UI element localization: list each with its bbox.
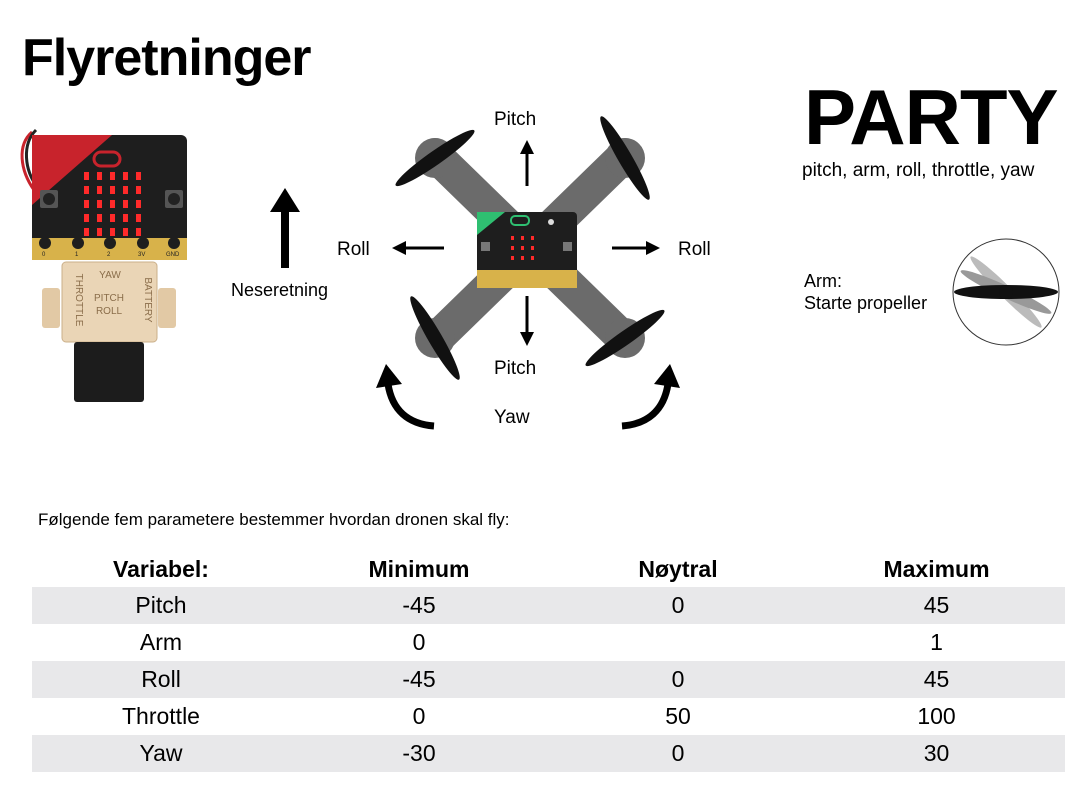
table-cell: 0	[548, 587, 808, 624]
party-subtitle: pitch, arm, roll, throttle, yaw	[802, 160, 1035, 181]
party-title: PARTY	[804, 73, 1059, 161]
table-cell: -30	[290, 735, 548, 772]
pitch-bottom-label: Pitch	[494, 358, 537, 379]
arm-description: Arm: Starte propeller	[804, 270, 927, 314]
controller-label-battery: BATTERY	[142, 277, 153, 323]
roll-left-label: Roll	[337, 239, 370, 260]
table-header-maximum: Maximum	[883, 556, 990, 582]
table-intro: Følgende fem parametere bestemmer hvorda…	[38, 510, 510, 529]
table-cell: 45	[808, 587, 1065, 624]
parameter-table: Variabel: Minimum Nøytral Maximum Pitch …	[32, 552, 1065, 772]
nose-direction-arrow	[270, 188, 300, 268]
table-cell: 0	[412, 703, 426, 729]
controller-label-pitch: PITCH	[94, 293, 124, 304]
page-title: Flyretninger	[22, 29, 311, 87]
table-header-variable: Variabel:	[113, 556, 209, 582]
pin-label: GND	[166, 252, 180, 258]
table-cell: 0	[548, 661, 808, 698]
nose-direction-label: Neseretning	[231, 280, 329, 300]
controller-label-roll: ROLL	[96, 306, 123, 317]
yaw-label: Yaw	[494, 407, 530, 428]
microbit-controller-image: 0 1 2 3V GND YAW PITCH ROLL THROTTLE BAT…	[20, 128, 187, 402]
table-row: Pitch -45 0 45	[32, 587, 1065, 624]
table-cell: 50	[665, 703, 691, 729]
roll-right-label: Roll	[678, 239, 711, 260]
table-header-minimum: Minimum	[368, 556, 470, 582]
table-cell: Roll	[32, 661, 290, 698]
pin-label: 3V	[138, 252, 145, 258]
table-cell: -45	[290, 661, 548, 698]
table-cell: 1	[930, 629, 943, 655]
table-cell: 0	[412, 629, 426, 655]
arm-desc: Starte propeller	[804, 293, 928, 313]
pitch-top-label: Pitch	[494, 109, 537, 130]
table-row: Roll -45 0 45	[32, 661, 1065, 698]
table-row: Arm 0 1	[32, 624, 1065, 661]
pin-label: 0	[42, 252, 46, 258]
arm-label: Arm:	[804, 271, 842, 291]
drone-diagram	[395, 116, 665, 380]
table-header-neutral: Nøytral	[638, 556, 718, 582]
table-cell: 30	[808, 735, 1065, 772]
table-cell: 45	[808, 661, 1065, 698]
direction-arrows	[392, 140, 660, 346]
yaw-arrow-right	[621, 364, 680, 430]
table-cell: Yaw	[32, 735, 290, 772]
table-cell: Pitch	[32, 587, 290, 624]
table-cell: Arm	[139, 629, 183, 655]
propeller-icon	[952, 238, 1060, 346]
table-row: Throttle 0 50 100	[32, 698, 1065, 735]
controller-label-throttle: THROTTLE	[73, 274, 84, 327]
table-cell: -45	[290, 587, 548, 624]
pin-label: 1	[75, 252, 79, 258]
table-cell: Throttle	[122, 703, 200, 729]
pin-label: 2	[107, 252, 111, 258]
table-cell	[548, 624, 808, 661]
table-row: Yaw -30 0 30	[32, 735, 1065, 772]
yaw-arrow-left	[376, 364, 435, 430]
table-header-row: Variabel: Minimum Nøytral Maximum	[32, 552, 1065, 587]
table-cell: 100	[917, 703, 956, 729]
controller-label-yaw: YAW	[99, 270, 121, 281]
table-cell: 0	[548, 735, 808, 772]
